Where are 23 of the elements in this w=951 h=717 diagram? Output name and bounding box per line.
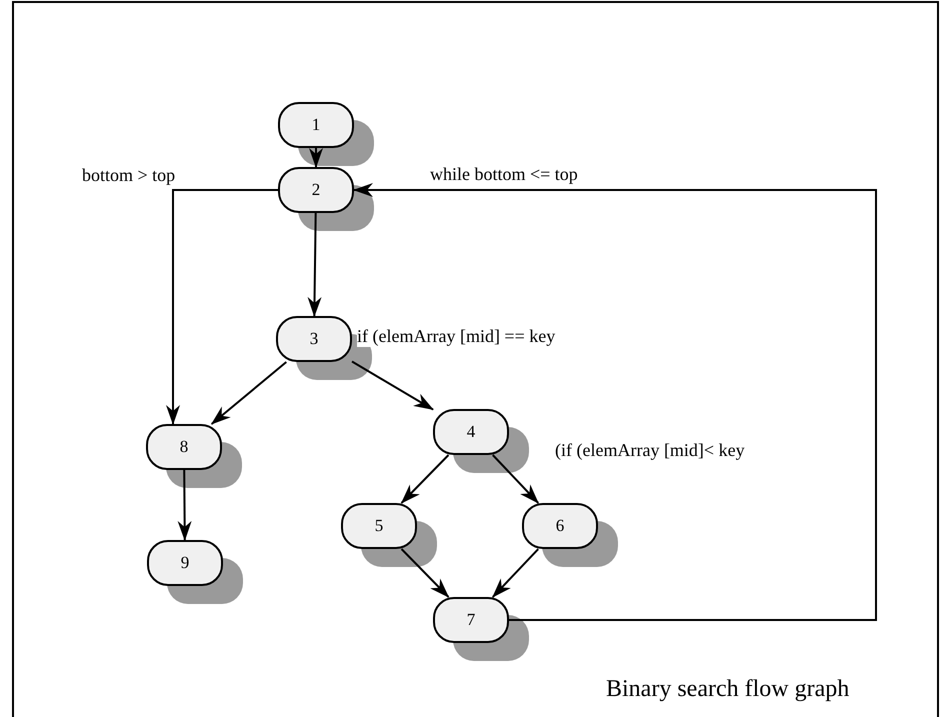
arrow: [166, 189, 278, 425]
process-node: 9: [147, 540, 223, 586]
condition-label: if (elemArray [mid] == key: [357, 326, 556, 347]
caption: Binary search flow graph: [606, 676, 850, 703]
process-node: 1: [278, 102, 354, 148]
arrow: [492, 454, 539, 504]
process-node: 3: [276, 316, 352, 362]
arrow: [309, 148, 323, 168]
condition-label: (if (elemArray [mid]< key: [555, 440, 745, 461]
arrow: [210, 361, 287, 425]
process-node: 4: [433, 409, 509, 455]
process-node: 5: [341, 503, 417, 549]
arrow: [353, 183, 877, 621]
process-node: 6: [522, 503, 598, 549]
process-node: 2: [278, 167, 354, 213]
process-node: 7: [433, 597, 509, 643]
arrow: [400, 548, 450, 598]
arrow: [308, 212, 322, 317]
arrow: [400, 454, 450, 504]
arrow: [492, 548, 539, 598]
arrow: [352, 360, 434, 410]
process-node: 8: [146, 424, 222, 470]
arrow: [178, 470, 192, 541]
